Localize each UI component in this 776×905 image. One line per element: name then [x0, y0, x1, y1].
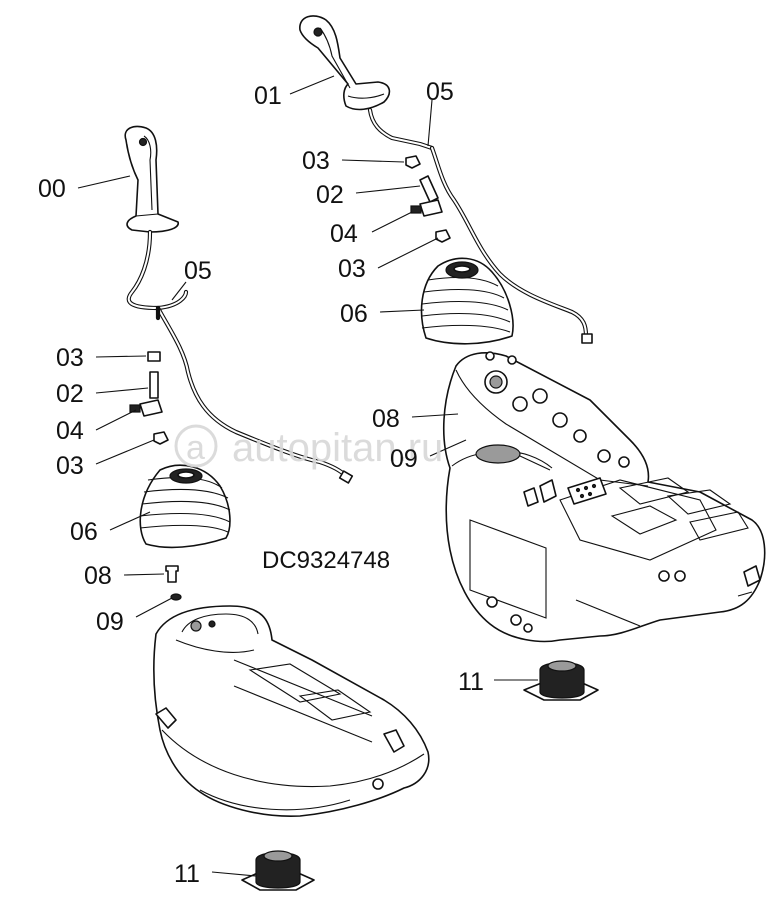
left-bolt: [165, 565, 179, 583]
callout-03-left-bottom: 03: [56, 452, 84, 480]
callout-02-right: 02: [316, 181, 344, 209]
right-console: [443, 351, 766, 643]
right-connector: [410, 199, 443, 217]
watermark-text: autopitan.ru: [232, 426, 443, 470]
callout-09-left: 09: [96, 608, 124, 636]
callout-03-left-top: 03: [56, 344, 84, 372]
left-nut-bottom: [153, 431, 169, 445]
callout-02-left: 02: [56, 380, 84, 408]
watermark-logo-icon: [174, 424, 218, 468]
left-connector: [129, 399, 163, 417]
right-rubber-boot: [420, 257, 514, 345]
diagram-code: DC9324748: [262, 547, 390, 574]
callout-04-left: 04: [56, 417, 84, 445]
left-shaft: [149, 371, 159, 399]
callout-labels: 00 01 05 05 03 02 04 03 06 08 09 11 03 0…: [38, 78, 484, 888]
callout-03-right-top: 03: [302, 147, 330, 175]
callout-09-right: 09: [390, 445, 418, 473]
leader-lines: [77, 75, 538, 877]
callout-11-left: 11: [174, 860, 200, 888]
right-joystick-handle: [299, 15, 391, 111]
right-wire-harness: [367, 107, 593, 344]
left-nut-top: [147, 351, 161, 362]
left-console: [153, 605, 430, 818]
watermark: a autopitan.ru: [174, 424, 443, 470]
left-rubber-mount: [241, 850, 315, 891]
left-wire-harness: [126, 229, 354, 484]
right-rubber-mount: [523, 660, 599, 701]
callout-05-left: 05: [184, 257, 212, 285]
left-rubber-boot: [139, 464, 231, 549]
callout-08-left: 08: [84, 562, 112, 590]
callout-11-right: 11: [458, 668, 484, 696]
left-washer: [170, 593, 182, 601]
callout-05-right: 05: [426, 78, 454, 106]
right-nut-bottom: [435, 229, 451, 243]
right-nut-top: [405, 155, 421, 169]
callout-03-right-bottom: 03: [338, 255, 366, 283]
callout-06-right: 06: [340, 300, 368, 328]
callout-01: 01: [254, 82, 282, 110]
callout-04-right: 04: [330, 220, 358, 248]
right-shaft: [419, 175, 439, 203]
callout-06-left: 06: [70, 518, 98, 546]
left-joystick-handle: [124, 125, 179, 233]
callout-00: 00: [38, 175, 66, 203]
watermark-logo-glyph: a: [186, 429, 205, 467]
callout-08-right: 08: [372, 405, 400, 433]
